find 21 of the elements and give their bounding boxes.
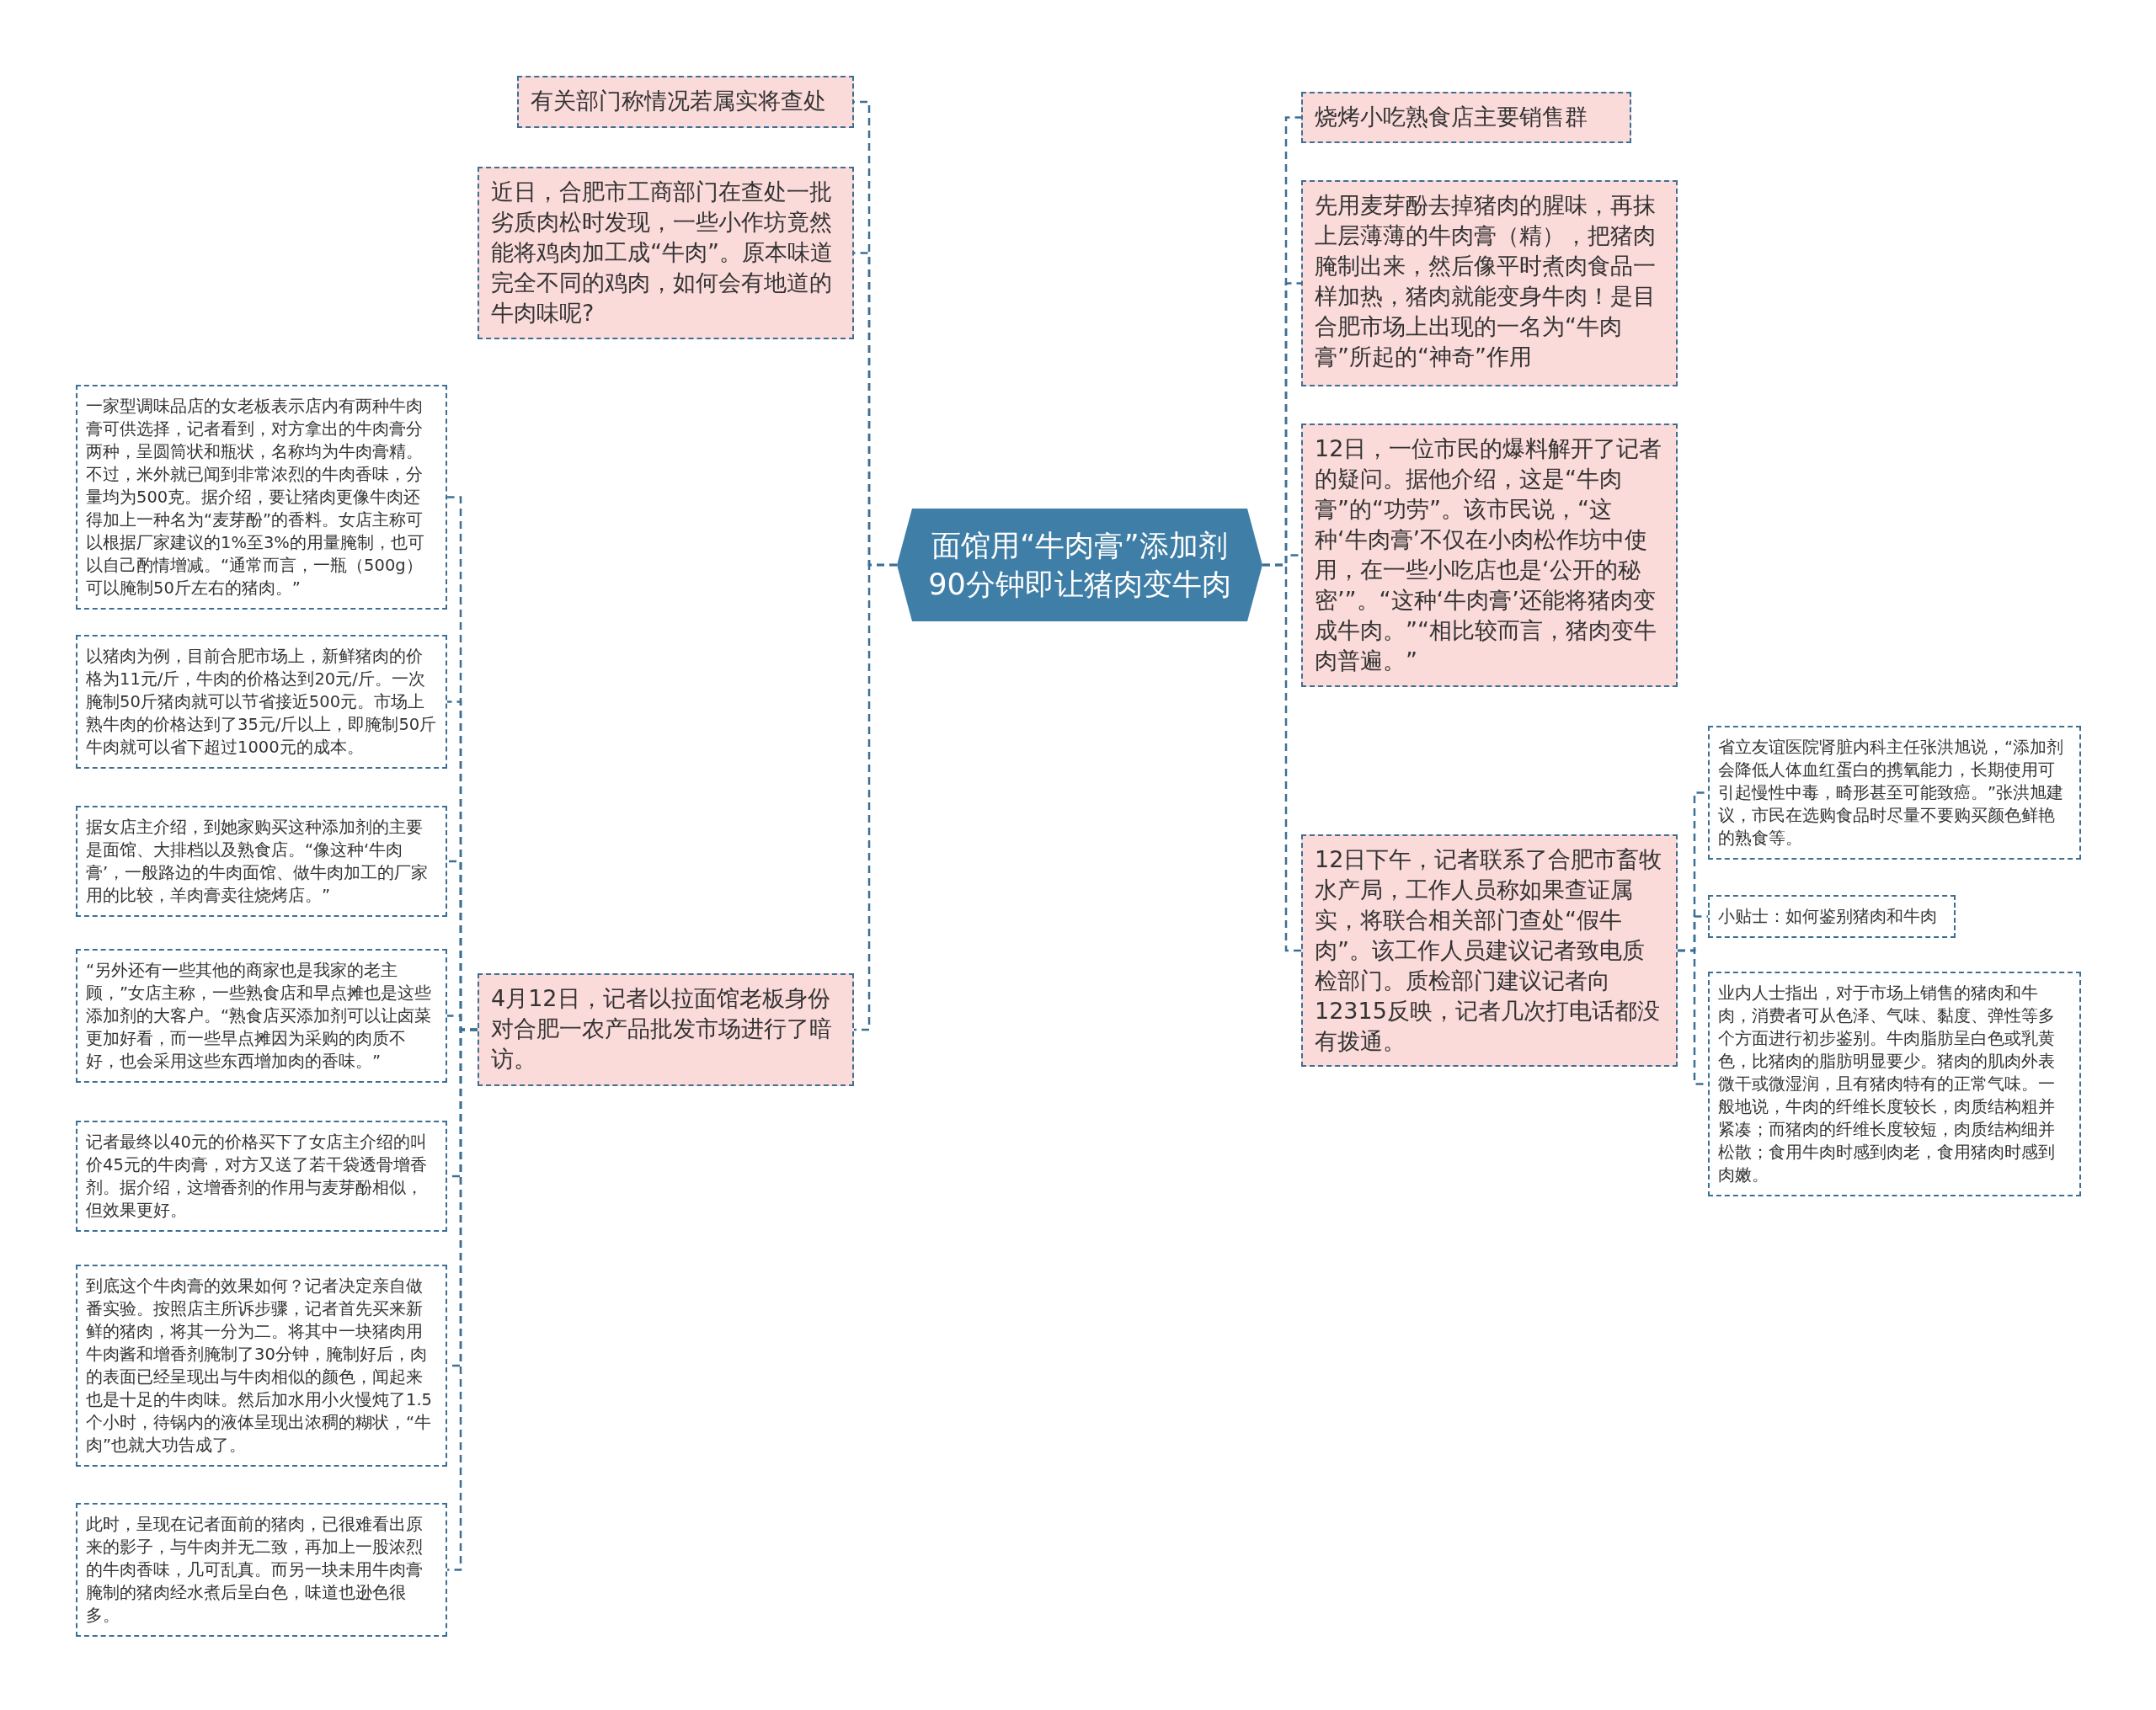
note-box: 以猪肉为例，目前合肥市场上，新鲜猪肉的价格为11元/斤，牛肉的价格达到20元/斤。一次腌制50斤猪肉就可以节省接近500元。市场上熟牛肉的价格达到了35元/斤以上，即腌制50斤牛肉就可以省下超过1000元的成本。: [76, 635, 447, 769]
connector-line: [854, 563, 897, 1031]
note-box: 此时，呈现在记者面前的猪肉，已很难看出原来的影子，与牛肉并无二致，再加上一股浓烈的牛肉香味，几可乱真。而另一块未用牛肉膏腌制的猪肉经水煮后呈白色，味道也逊色很多。: [76, 1503, 447, 1637]
topic-box: 先用麦芽酚去掉猪肉的腥味，再抹上层薄薄的牛肉膏（精），把猪肉腌制出来，然后像平时煮肉食品一样加热，猪肉就能变身牛肉！是目合肥市场上出现的一名为“牛肉膏”所起的“神奇”作用: [1301, 180, 1678, 386]
topic-box: 有关部门称情况若属实将查处: [517, 76, 854, 128]
connector-line: [1262, 563, 1301, 952]
note-box: 业内人士指出，对于市场上销售的猪肉和牛肉，消费者可从色泽、气味、黏度、弹性等多个方面进行初步鉴别。牛肉脂肪呈白色或乳黄色，比猪肉的脂肪明显要少。猪肉的肌肉外表微干或微湿润，且有猪肉特有的正常气味。一般地说，牛肉的纤维长度较长，肉质结构粗并紧凑；而猪肉的纤维长度较短，肉质结构细并松散；食用牛肉时感到肉老，食用猪肉时感到肉嫩。: [1708, 972, 2081, 1196]
note-box: “另外还有一些其他的商家也是我家的老主顾，”女店主称，一些熟食店和早点摊也是这些添加剂的大客户。“熟食店买添加剂可以让卤菜更加好看，而一些早点摊因为采购的肉质不好，也会采用这些东西增加肉的香味。”: [76, 949, 447, 1083]
note-box: 一家型调味品店的女老板表示店内有两种牛肉膏可供选择，记者看到，对方拿出的牛肉膏分两种，呈圆筒状和瓶状，名称均为牛肉膏精。不过，米外就已闻到非常浓烈的牛肉香味，分量均为500克。据介绍，要让猪肉更像牛肉还得加上一种名为“麦芽酚”的香料。女店主称可以根据厂家建议的1%至3%的用量腌制，也可以自己酌情增减。“通常而言，一瓶（500g）可以腌制50斤左右的猪肉。”: [76, 385, 447, 610]
note-box: 小贴士：如何鉴别猪肉和牛肉: [1708, 895, 1956, 938]
topic-box: 4月12日，记者以拉面馆老板身份对合肥一农产品批发市场进行了暗访。: [478, 973, 854, 1086]
note-box: 到底这个牛肉膏的效果如何？记者决定亲自做番实验。按照店主所诉步骤，记者首先买来新鲜的猪肉，将其一分为二。将其中一块猪肉用牛肉酱和增香剂腌制了30分钟，腌制好后，肉的表面已经呈现出与牛肉相似的颜色，闻起来也是十足的牛肉味。然后加水用小火慢炖了1.5个小时，待锅内的液体呈现出浓稠的糊状，“牛肉”也就大功告成了。: [76, 1265, 447, 1467]
note-box: 据女店主介绍，到她家购买这种添加剂的主要是面馆、大排档以及熟食店。“像这种‘牛肉膏’，一般路边的牛肉面馆、做牛肉加工的厂家用的比较，羊肉膏卖往烧烤店。”: [76, 806, 447, 917]
topic-box: 12日下午，记者联系了合肥市畜牧水产局，工作人员称如果查证属实，将联合相关部门查处“假牛肉”。该工作人员建议记者致电质检部门。质检部门建议记者向12315反映，记者几次打电话都没有拨通。: [1301, 834, 1678, 1067]
topic-box: 12日，一位市民的爆料解开了记者的疑问。据他介绍，这是“牛肉膏”的“功劳”。该市民说，“这种‘牛肉膏’不仅在小肉松作坊中使用，在一些小吃店也是‘公开的秘密’”。“这种‘牛肉膏’还能将猪肉变成牛肉。”“相比较而言，猪肉变牛肉普遍。”: [1301, 424, 1678, 687]
note-box: 省立友谊医院肾脏内科主任张洪旭说，“添加剂会降低人体血红蛋白的携氧能力，长期使用可引起慢性中毒，畸形甚至可能致癌。”张洪旭建议，市民在选购食品时尽量不要购买颜色鲜艳的熟食等。: [1708, 726, 2081, 860]
central-topic: 面馆用“牛肉膏”添加剂90分钟即让猪肉变牛肉: [897, 509, 1262, 621]
connector-line: [447, 1028, 478, 1571]
topic-box: 近日，合肥市工商部门在查处一批劣质肉松时发现，一些小作坊竟然能将鸡肉加工成“牛肉”。原本味道完全不同的鸡肉，如何会有地道的牛肉味呢?: [478, 167, 854, 339]
topic-box: 烧烤小吃熟食店主要销售群: [1301, 92, 1631, 143]
note-box: 记者最终以40元的价格买下了女店主介绍的叫价45元的牛肉膏，对方又送了若干袋透骨增香剂。据介绍，这增香剂的作用与麦芽酚相似，但效果更好。: [76, 1121, 447, 1232]
